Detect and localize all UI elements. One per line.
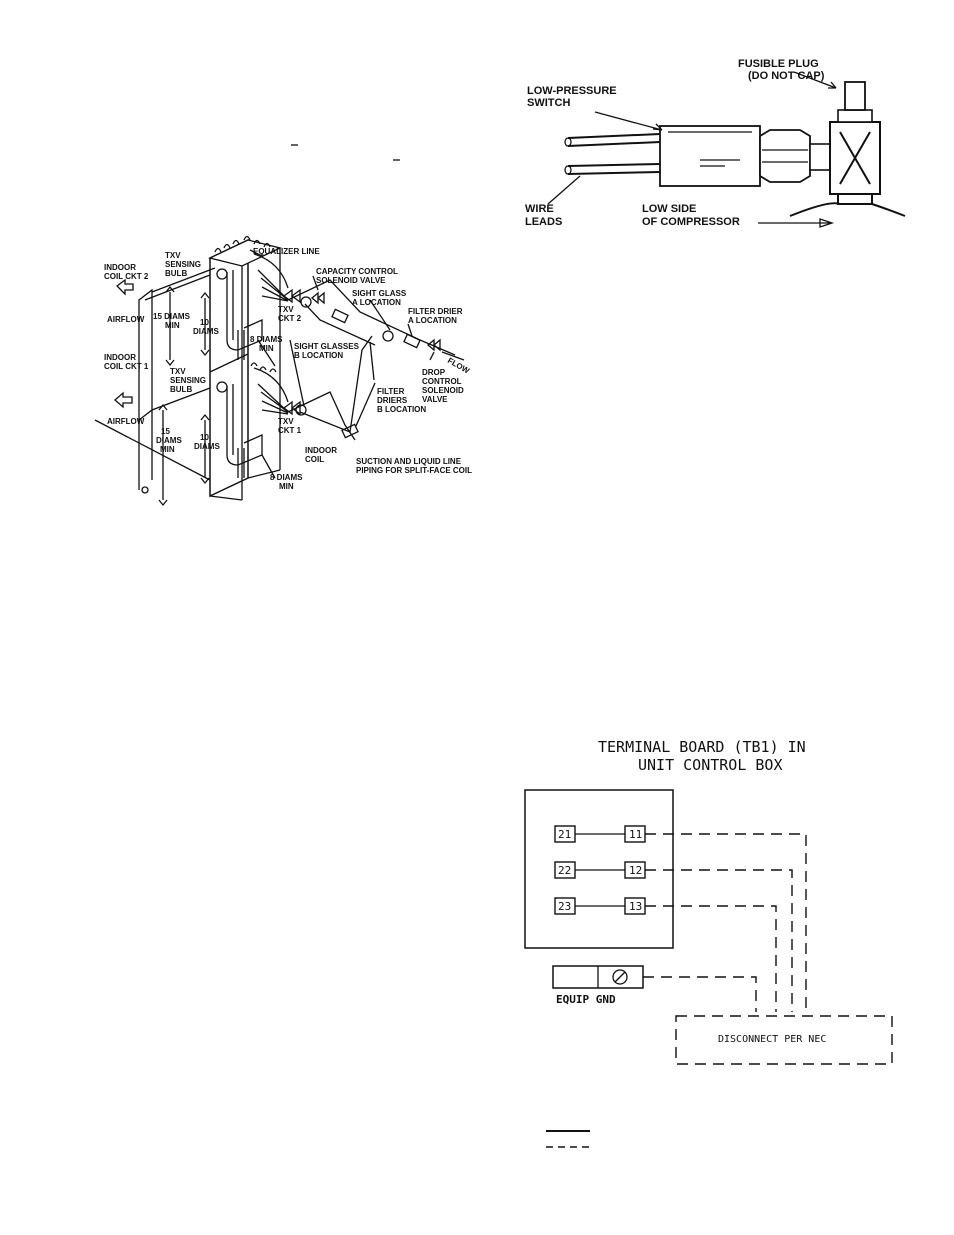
label-wire-leads: WIRE LEADS [525,203,562,228]
hex-nut [759,129,811,183]
wire-leads-leader [547,175,581,205]
label-indoor-coil-ckt1: INDOOR COIL CKT 1 [104,353,149,371]
label-equalizer-line: EQUALIZER LINE [253,247,320,256]
label-txv-bulb-top: TXV SENSING BULB [165,251,203,278]
label-10-diams-bottom: 10 DIAMS [194,433,220,451]
fusible-plug-leader [793,71,837,89]
label-airflow-bottom: AIRFLOW [107,417,145,426]
label-airflow-top: AIRFLOW [107,315,145,324]
label-filter-driers-b: FILTER DRIERS B LOCATION [377,387,426,414]
disconnect-label: DISCONNECT PER NEC [718,1034,826,1045]
drop-control-valve-icon [426,338,441,352]
sight-glass-b-bottom [295,404,307,416]
switch-body [659,125,761,187]
label-drop-control: DROP CONTROL SOLENOID VALVE [422,368,466,404]
wiring-title: TERMINAL BOARD (TB1) IN UNIT CONTROL BOX [598,738,815,774]
label-8-diams-top: 8 DIAMS MIN [250,335,285,353]
liquid-line-piping [253,253,465,441]
terminal-12-label: 12 [629,864,642,877]
control-box [524,789,674,949]
low-pressure-switch-diagram: FUSIBLE PLUG (DO NOT CAP) LOW-PRESSURE S… [525,58,906,228]
label-10-diams-top: 10 DIAMS [193,318,219,336]
terminal-11-label: 11 [629,828,642,841]
coil-piping-diagram: INDOOR COIL CKT 2 AIRFLOW INDOOR COIL CK… [94,144,472,507]
coil-diagram-caption-fallback: SUCTION AND LIQUID LINE PIPING FOR SPLIT… [356,457,472,475]
distributor-bottom [216,381,289,415]
low-side-arrow-icon [758,218,835,228]
switch-leader [594,111,663,131]
label-txv-ckt1: TXV CKT 1 [278,417,302,435]
filter-drier-b-top [331,308,349,324]
label-indoor-coil-ckt2: INDOOR COIL CKT 2 [104,263,149,281]
txv-ckt1-icon [282,400,301,416]
equip-gnd-label: EQUIP GND [556,993,616,1006]
label-capacity-control: CAPACITY CONTROL SOLENOID VALVE [316,267,400,285]
label-8-diams-bottom: 8 DIAMS MIN [270,473,305,491]
field-wire-l2 [645,869,793,1012]
label-sight-glass-a: SIGHT GLASS A LOCATION [352,289,408,307]
field-wire-l1 [645,833,807,1012]
label-txv-ckt2: TXV CKT 2 [278,305,302,323]
field-wire-l3 [645,905,777,1012]
airflow-arrow-bottom-icon [114,391,133,409]
wire-lead-bottom [567,163,661,175]
label-indoor-coil: INDOOR COIL [305,446,339,464]
label-sight-glasses-b: SIGHT GLASSES B LOCATION [294,342,361,360]
wiring-diagram: TERMINAL BOARD (TB1) IN UNIT CONTROL BOX… [524,738,893,1148]
filter-drier-a [403,333,421,349]
fusible-plug [844,81,866,111]
wire-lead-top [567,133,661,147]
leader-lines [249,249,435,427]
label-low-side: LOW SIDE OF COMPRESSOR [642,203,740,228]
label-15-diams-top: 15 DIAMS MIN [153,312,192,330]
label-low-pressure-switch: LOW-PRESSURE SWITCH [527,85,620,109]
label-txv-bulb-bottom: TXV SENSING BULB [170,367,208,394]
airflow-arrow-top-icon [116,278,134,296]
left-pipe-frame [138,267,216,494]
terminal-22-label: 22 [558,864,571,877]
indoor-coil-box [208,238,282,501]
filter-drier-b-bottom [341,423,359,439]
capacity-control-valve-icon [310,291,325,305]
disconnect-box [675,1015,893,1065]
terminal-21-label: 21 [558,828,571,841]
label-fusible-plug: FUSIBLE PLUG (DO NOT CAP) [738,58,825,82]
distributor-top [216,268,289,302]
label-flow: FLOW [446,356,471,376]
flow-arrow-icon [441,351,465,361]
terminal-13-label: 13 [629,900,642,913]
hairpin-tubes [214,235,277,373]
label-15-diams-bottom: 15 DIAMS MIN [156,427,184,454]
dimension-lines [94,285,276,507]
label-filter-drier-a: FILTER DRIER A LOCATION [408,307,465,325]
ground-wire [643,976,757,1012]
sight-glass-a [382,330,394,342]
ground-screw-icon [612,969,628,985]
terminal-23-label: 23 [558,900,571,913]
sight-glass-b-top [300,296,312,308]
txv-ckt2-icon [282,288,301,304]
suction-headers [226,270,263,478]
